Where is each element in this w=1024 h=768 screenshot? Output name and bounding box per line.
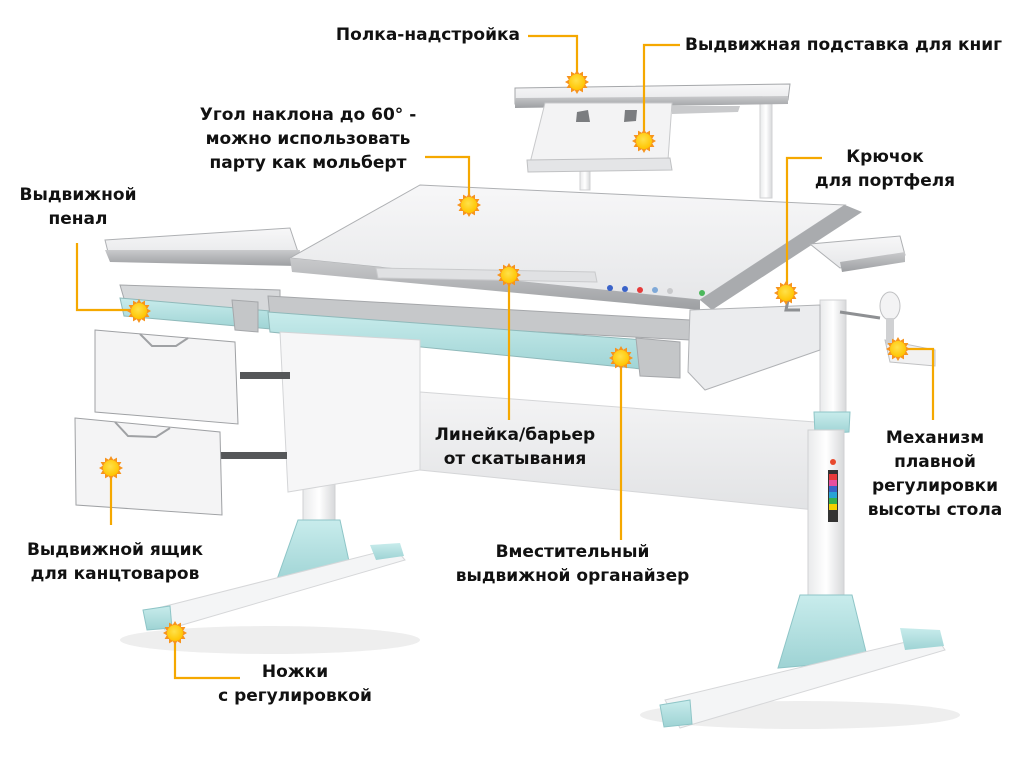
- sun-disk: [167, 625, 183, 641]
- left-foot-cap-back: [370, 543, 404, 560]
- floor-shadow-left: [120, 626, 420, 654]
- top-shelf: [514, 83, 791, 199]
- label-height-mechanism: Механизм плавной регулировки высоты стол…: [855, 426, 1015, 522]
- sun-marker-icon: [99, 456, 123, 480]
- label-shelf-line-1: Полка-надстройка: [335, 25, 520, 45]
- label-tilt-line-1: Угол наклона до 60° -: [199, 105, 417, 125]
- label-height-mechanism-line-3: регулировки: [871, 476, 999, 496]
- label-drawer-line-1: Выдвижной ящик: [26, 540, 204, 560]
- sun-disk: [569, 74, 585, 90]
- drawer-runner-top: [240, 372, 290, 379]
- left-tabletop-edge: [105, 250, 300, 266]
- upper-drawer-handle-notch: [139, 333, 189, 347]
- book-stand: [529, 102, 673, 164]
- right-foot-cap: [659, 699, 693, 728]
- book-stand-cutout-right: [624, 110, 637, 122]
- callout-line-book-stand: [642, 43, 680, 140]
- height-scale-sticker: [828, 459, 838, 522]
- drawer-cabinet: [279, 331, 421, 493]
- organizer-handle-right: [635, 337, 681, 379]
- label-ruler: Линейка/барьер от скатывания: [420, 423, 610, 471]
- pencil-case-handle: [231, 299, 259, 333]
- label-tilt: Угол наклона до 60° - можно использовать…: [188, 103, 428, 175]
- right-foot-cap-back: [900, 628, 944, 650]
- right-leg-pole: [807, 429, 845, 601]
- label-shelf: Полка-надстройка: [300, 23, 520, 47]
- lower-drawer: [74, 417, 223, 516]
- left-foot-cap: [142, 605, 173, 631]
- height-crank: [839, 291, 936, 367]
- label-height-mechanism-line-2: плавной: [894, 452, 976, 472]
- sun-marker-icon: [127, 299, 151, 323]
- book-stand-lip: [526, 157, 673, 173]
- label-hook-line-1: Крючок: [846, 147, 924, 167]
- book-stand-cutout-left: [576, 110, 590, 122]
- callout-line-feet: [173, 634, 240, 680]
- sun-disk: [461, 197, 477, 213]
- shelf-post-right: [759, 97, 773, 199]
- label-pencil-case-line-2: пенал: [48, 209, 108, 229]
- sun-marker-icon: [457, 193, 481, 217]
- drawer-runner-bottom: [215, 452, 287, 459]
- sun-disk: [890, 341, 906, 357]
- label-pencil-case-line-1: Выдвижной: [19, 185, 137, 205]
- book-stand-arm: [672, 106, 740, 114]
- sun-disk: [613, 350, 629, 366]
- label-drawer: Выдвижной ящик для канцтоваров: [10, 538, 220, 586]
- label-drawer-line-2: для канцтоваров: [30, 564, 200, 584]
- label-hook: Крючок для портфеля: [800, 145, 970, 193]
- desk-illustration: [74, 83, 960, 729]
- sun-disk: [103, 460, 119, 476]
- label-tilt-line-2: можно использовать: [205, 129, 411, 149]
- sun-marker-icon: [886, 337, 910, 361]
- label-ruler-line-1: Линейка/барьер: [434, 425, 596, 445]
- callout-line-height-mechanism: [899, 347, 935, 420]
- sun-disk: [778, 285, 794, 301]
- lower-drawer-handle-notch: [114, 421, 171, 439]
- right-leg: [659, 299, 946, 729]
- callout-line-tilt: [425, 155, 471, 204]
- main-tabletop: [288, 184, 847, 301]
- right-leg-outer-pole: [819, 299, 847, 421]
- label-tilt-line-3: парту как мольберт: [209, 153, 407, 173]
- label-organizer-line-2: выдвижной органайзер: [455, 566, 690, 586]
- right-side-panel: [687, 304, 821, 391]
- callout-lines: [75, 34, 935, 680]
- sun-marker-icon: [163, 621, 187, 645]
- sun-marker-icon: [565, 70, 589, 94]
- label-ruler-line-2: от скатывания: [443, 449, 587, 469]
- callout-line-hook: [785, 156, 822, 292]
- label-book-stand: Выдвижная подставка для книг: [685, 33, 1002, 57]
- left-leg: [142, 469, 406, 631]
- label-hook-line-2: для портфеля: [814, 171, 956, 191]
- label-height-mechanism-line-4: высоты стола: [867, 500, 1003, 520]
- label-feet: Ножки с регулировкой: [200, 660, 390, 708]
- sun-disk: [501, 267, 517, 283]
- callout-line-pencil-case: [75, 243, 138, 312]
- right-leg-mint-ring: [813, 411, 851, 435]
- desk-sticker-row: [607, 285, 705, 296]
- label-pencil-case: Выдвижной пенал: [8, 183, 148, 231]
- label-book-stand-line-1: Выдвижная подставка для книг: [685, 35, 1003, 55]
- label-height-mechanism-line-1: Механизм: [885, 428, 985, 448]
- desk-ruler-strip: [375, 267, 598, 283]
- label-feet-line-2: с регулировкой: [218, 686, 372, 706]
- label-organizer: Вместительный выдвижной органайзер: [440, 540, 705, 588]
- sun-marker-icon: [609, 346, 633, 370]
- main-tabletop-edge-right: [700, 205, 862, 310]
- callout-markers: [99, 70, 910, 645]
- sun-marker-icon: [774, 281, 798, 305]
- upper-drawer: [94, 329, 239, 425]
- sun-marker-icon: [497, 263, 521, 287]
- right-tabletop-edge: [840, 252, 905, 272]
- sun-disk: [636, 133, 652, 149]
- sun-disk: [131, 303, 147, 319]
- callout-line-shelf: [528, 34, 579, 80]
- label-feet-line-1: Ножки: [261, 662, 329, 682]
- label-organizer-line-1: Вместительный: [495, 542, 650, 562]
- sun-marker-icon: [632, 129, 656, 153]
